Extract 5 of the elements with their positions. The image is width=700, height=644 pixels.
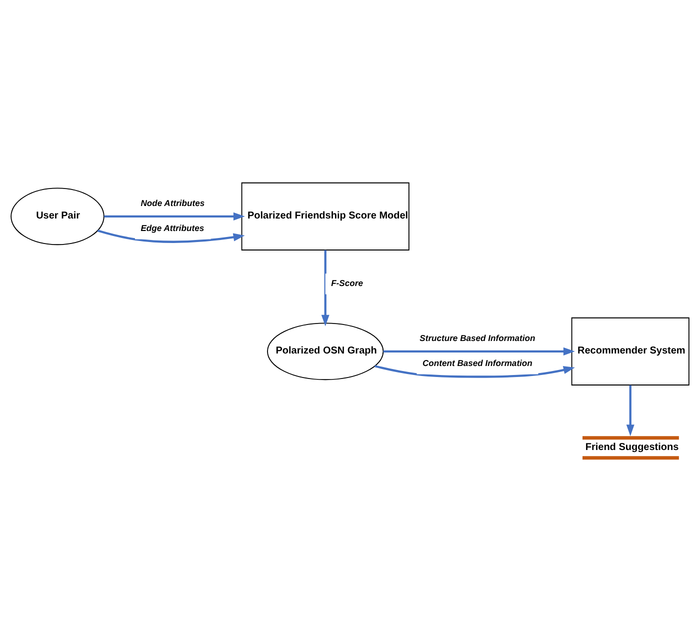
edge-label: F-Score [331, 277, 363, 288]
edge-label: Structure Based Information [420, 332, 536, 342]
edge-label: Edge Attributes [140, 222, 204, 232]
edge-label: Content Based Information [422, 357, 532, 368]
edge-label: Node Attributes [140, 197, 205, 208]
